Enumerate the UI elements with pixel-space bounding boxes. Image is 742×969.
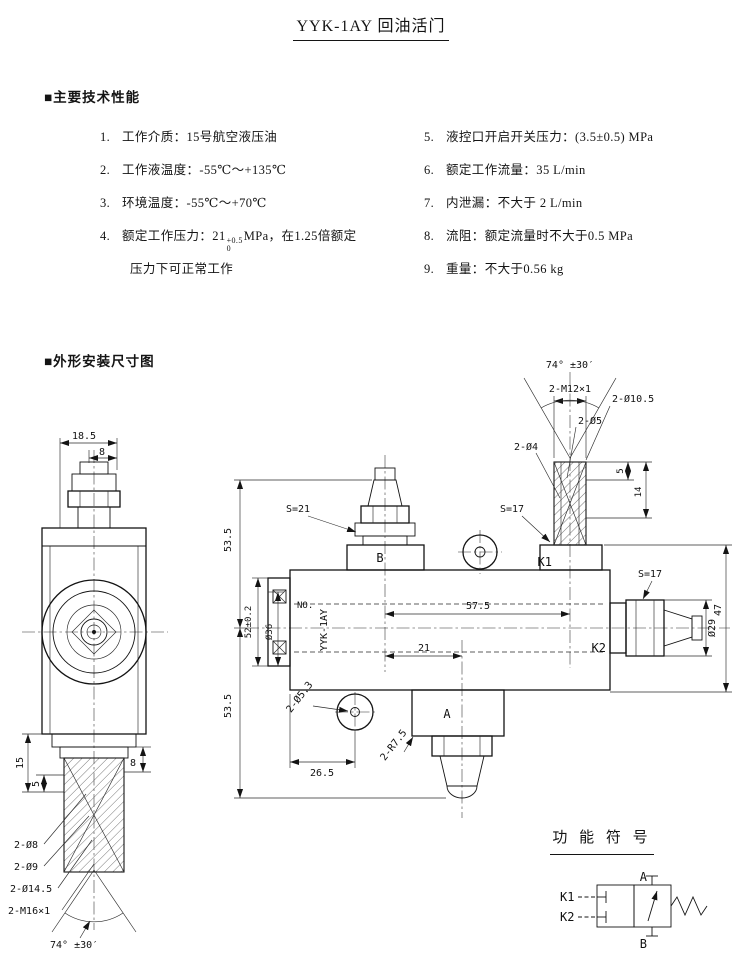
dim-label-57-5: 57.5 bbox=[466, 601, 490, 612]
port-k1-stud bbox=[539, 461, 603, 571]
hex-label-s17-k1: S=17 bbox=[500, 504, 524, 515]
dim-label-d29: Ø29 bbox=[706, 619, 718, 637]
spec-item-8: 8. 流阻：额定流量时不大于0.5 MPa bbox=[424, 225, 633, 244]
callout-2xd10-5: 2-Ø10.5 bbox=[612, 393, 654, 405]
port-label-a: A bbox=[443, 707, 451, 721]
hex-label-s21: S=21 bbox=[286, 504, 310, 515]
spec-item-5: 5. 液控口开启开关压力：(3.5±0.5) MPa bbox=[424, 126, 653, 145]
dim-label-d36: Ø36 bbox=[264, 624, 275, 640]
callout-2xd5-3: 2-Ø5.3 bbox=[284, 679, 316, 715]
mounting-lug bbox=[336, 693, 374, 731]
spec-item-number: 1. bbox=[100, 130, 111, 144]
symbol-port-k1: K1 bbox=[560, 890, 574, 904]
dim-label-15: 15 bbox=[15, 757, 26, 769]
function-symbol-heading: 功 能 符 号 bbox=[550, 826, 654, 855]
spec-item-text: 额定工作压力：21 bbox=[122, 229, 226, 243]
callout-2xd9: 2-Ø9 bbox=[14, 861, 38, 873]
port-label-k2: K2 bbox=[592, 641, 606, 655]
bottom-threaded-stud bbox=[51, 733, 137, 873]
callout-2xr7-5: 2-R7.5 bbox=[379, 728, 410, 763]
spec-item-9: 9. 重量：不大于0.56 kg bbox=[424, 258, 564, 277]
dim-label-53-5-top: 53.5 bbox=[223, 528, 234, 552]
spec-item-text: 工作介质：15号航空液压油 bbox=[122, 130, 278, 144]
function-symbol-schematic: A B K1 K2 bbox=[560, 870, 708, 951]
specs-heading: ■主要技术性能 bbox=[44, 90, 141, 105]
symbol-port-k2: K2 bbox=[560, 910, 574, 924]
flow-arrow bbox=[647, 890, 658, 922]
spec-item-number: 7. bbox=[424, 196, 435, 210]
dim-label-14: 14 bbox=[634, 487, 644, 498]
spec-item-text: 流阻：额定流量时不大于0.5 MPa bbox=[446, 229, 634, 243]
callout-2xd4: 2-Ø4 bbox=[514, 441, 538, 453]
page-title: YYK-1AY 回油活门 bbox=[293, 12, 449, 41]
valve-position-left-box bbox=[596, 884, 635, 928]
port-a-fitting bbox=[431, 735, 493, 799]
spec-item-3: 3. 环境温度：-55℃～+70℃ bbox=[100, 192, 267, 211]
spec-item-2: 2. 工作液温度：-55℃～+135℃ bbox=[100, 159, 286, 178]
spec-item-number: 4. bbox=[100, 229, 111, 243]
drawing-heading: ■外形安装尺寸图 bbox=[44, 354, 155, 369]
callout-2xd8: 2-Ø8 bbox=[14, 839, 38, 851]
spec-item-number: 3. bbox=[100, 196, 111, 210]
callout-2xd14-5: 2-Ø14.5 bbox=[10, 883, 52, 895]
spec-item-text: MPa，在1.25倍额定 bbox=[243, 229, 357, 243]
dim-label-21: 21 bbox=[418, 643, 430, 654]
port-label-b: B bbox=[376, 551, 383, 565]
tolerance-upper: +0.5 bbox=[226, 236, 243, 245]
body-marking-model: YYK-1AY bbox=[319, 609, 330, 651]
port-label-k1: K1 bbox=[538, 555, 552, 569]
spec-item-number: 9. bbox=[424, 262, 435, 276]
mounting-ear bbox=[462, 534, 498, 570]
spring-symbol bbox=[670, 895, 708, 917]
spec-item-text: 重量：不大于0.56 kg bbox=[446, 262, 564, 276]
spec-item-number: 6. bbox=[424, 163, 435, 177]
hex-label-s17-k2: S=17 bbox=[638, 569, 662, 580]
spec-item-number: 8. bbox=[424, 229, 435, 243]
tolerance-lower: 0 bbox=[226, 243, 232, 253]
page-title-wrap: YYK-1AY 回油活门 bbox=[0, 12, 742, 41]
callout-2xm16: 2-M16×1 bbox=[8, 906, 50, 917]
body-marking-no: NO. bbox=[297, 601, 313, 611]
spec-item-7: 7. 内泄漏：不大于 2 L/min bbox=[424, 192, 583, 211]
angle-label-main-view: 74° ±30′ bbox=[546, 360, 594, 371]
dim-label-52: 52±0.2 bbox=[244, 606, 254, 639]
symbol-port-a: A bbox=[640, 870, 648, 884]
dim-label-53-5-bottom: 53.5 bbox=[223, 694, 234, 718]
spec-item-text: 额定工作流量：35 L/min bbox=[446, 163, 586, 177]
spec-item-1: 1. 工作介质：15号航空液压油 bbox=[100, 126, 277, 145]
spec-item-4-line2: 压力下可正常工作 bbox=[130, 262, 234, 276]
spec-item-number: 5. bbox=[424, 130, 435, 144]
spec-item-text: 液控口开启开关压力：(3.5±0.5) MPa bbox=[446, 130, 654, 144]
spec-item-text: 环境温度：-55℃～+70℃ bbox=[122, 196, 267, 210]
left-view: 18.5 8 15 5 8 2-Ø8 2-Ø9 2-Ø14.5 2-M16×1 bbox=[8, 431, 168, 951]
dim-label-5: 5 bbox=[616, 468, 626, 473]
dim-label-18-5: 18.5 bbox=[72, 431, 96, 442]
symbol-port-b: B bbox=[640, 937, 647, 951]
callout-2xd5: 2-Ø5 bbox=[578, 415, 602, 427]
dim-label-47: 47 bbox=[713, 604, 724, 616]
spec-item-text: 工作液温度：-55℃～+135℃ bbox=[122, 163, 287, 177]
port-k2-fitting bbox=[609, 599, 703, 657]
angle-label-left-view: 74° ±30′ bbox=[50, 940, 98, 951]
dim-label-8-top: 8 bbox=[99, 447, 105, 458]
main-view: 2-M12×1 2-Ø10.5 2-Ø5 2-Ø4 74° ±30′ 5 14 bbox=[223, 360, 732, 818]
spec-item-6: 6. 额定工作流量：35 L/min bbox=[424, 159, 586, 178]
spec-item-number: 2. bbox=[100, 163, 111, 177]
callout-2xm12: 2-M12×1 bbox=[549, 384, 591, 395]
port-b-fitting bbox=[346, 467, 425, 571]
spec-item-text: 内泄漏：不大于 2 L/min bbox=[446, 196, 583, 210]
dim-label-5: 5 bbox=[31, 781, 42, 787]
dim-label-8-bottom: 8 bbox=[130, 758, 136, 769]
dim-label-26-5: 26.5 bbox=[310, 768, 334, 779]
